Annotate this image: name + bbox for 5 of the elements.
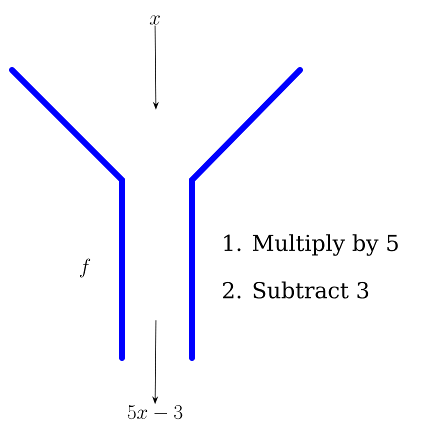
step-text: 1. Multiply by 5 — [224, 234, 398, 256]
function-name: $f$ — [80, 258, 90, 278]
math-text: $5x-3$ — [128, 405, 182, 420]
math-text: $x$ — [150, 15, 160, 25]
step-text: 2. Subtract 3 — [223, 281, 368, 299]
